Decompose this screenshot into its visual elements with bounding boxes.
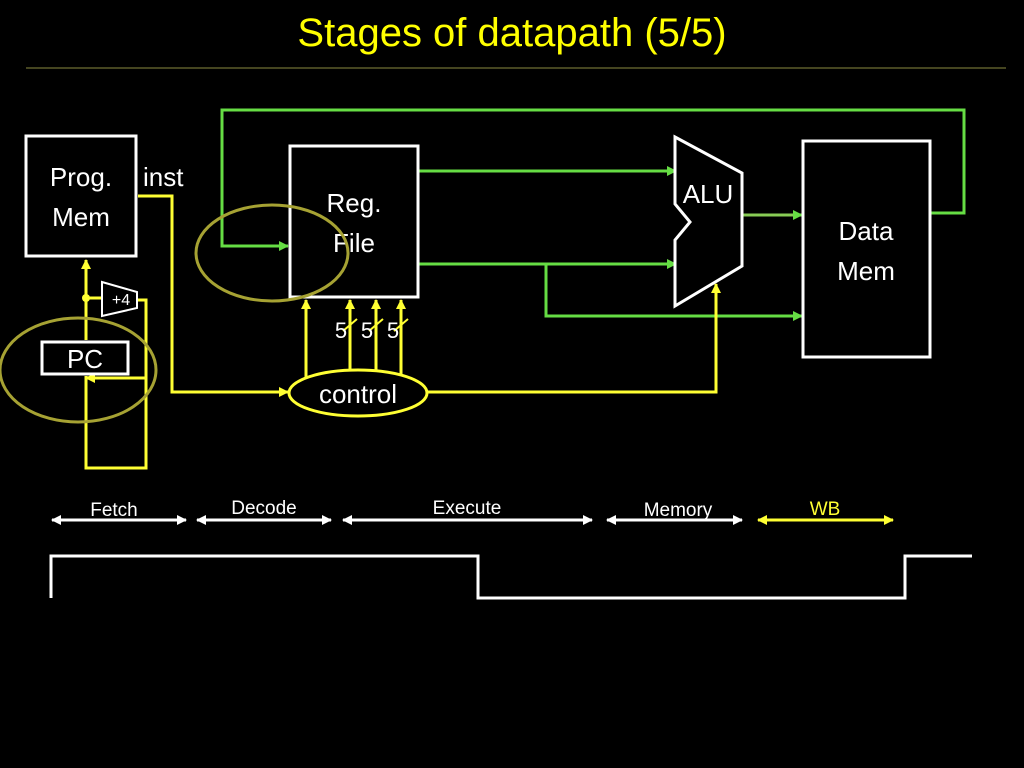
control-to-alu-wire — [428, 283, 721, 394]
reg-file-label-line1: Reg. — [327, 188, 382, 218]
alu-label: ALU — [683, 179, 734, 209]
pc-loop-wire — [84, 298, 148, 470]
pc-junction-dot — [82, 294, 90, 302]
reg-width-label-3: 5 — [387, 318, 399, 343]
bus-slash-1 — [342, 318, 358, 332]
stage-label-memory: Memory — [644, 500, 713, 521]
reg-file-block — [288, 144, 420, 299]
adder-block — [101, 280, 138, 318]
data-mem-label-line1: Data — [839, 216, 894, 246]
prog-mem-block — [24, 134, 138, 258]
adder-label: +4 — [112, 292, 130, 309]
inst-to-control-wire — [138, 194, 289, 397]
data-mem-label-line2: Mem — [837, 256, 895, 286]
reg-width-label-2: 5 — [361, 318, 373, 343]
control-block — [287, 368, 429, 418]
stage-label-fetch: Fetch — [90, 500, 138, 521]
alu-block — [673, 134, 744, 309]
reg-width-label-1: 5 — [335, 318, 347, 343]
regfile-write-highlight — [194, 203, 350, 303]
pc-highlight — [0, 316, 158, 424]
pc-block — [40, 340, 130, 376]
prog-mem-label-line1: Prog. — [50, 162, 112, 192]
prog-mem-label-line2: Mem — [52, 202, 110, 232]
bus-slash-2 — [368, 318, 384, 332]
data-mem-block — [801, 139, 932, 359]
slide-title: Stages of datapath (5/5) — [297, 11, 726, 55]
writeback-wire — [220, 108, 966, 251]
stage-label-execute: Execute — [433, 498, 502, 519]
bus-slash-3 — [393, 318, 409, 332]
control-label: control — [319, 379, 397, 409]
pc-label: PC — [67, 344, 103, 374]
stage-label-decode: Decode — [231, 498, 297, 519]
clock-waveform — [49, 554, 972, 600]
inst-label: inst — [143, 162, 184, 192]
stage-label-wb: WB — [810, 499, 841, 520]
